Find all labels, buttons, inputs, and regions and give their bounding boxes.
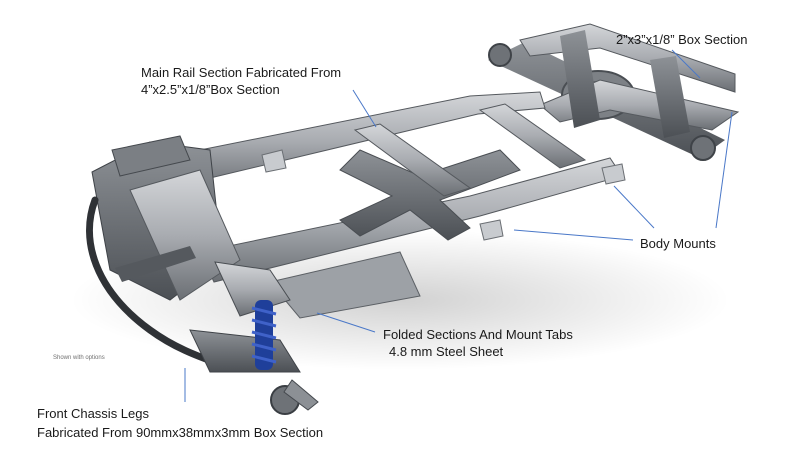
callout-front-legs-line2: Fabricated From 90mmx38mmx3mm Box Sectio…: [37, 425, 324, 440]
leader-body-mount-2: [513, 229, 634, 241]
body-mount-tabs: [261, 149, 626, 241]
callout-front-legs-line1: Front Chassis Legs: [37, 406, 149, 421]
leader-box-section: [671, 49, 701, 79]
shown-with-options-note: Shown with options: [53, 355, 105, 361]
rear-frame: [519, 23, 740, 138]
leader-lines: [184, 49, 733, 402]
callout-main-rail-line2: 4”x2.5”x1/8”Box Section: [141, 82, 280, 97]
callout-body-mounts: Body Mounts: [640, 235, 716, 252]
front-clip: [86, 135, 319, 415]
main-rails: [149, 91, 623, 283]
callout-folded-sections: Folded Sections And Mount Tabs 4.8 mm St…: [383, 326, 573, 360]
callout-box-section-text: 2”x3”x1/8” Box Section: [616, 32, 748, 47]
callout-main-rail-line1: Main Rail Section Fabricated From: [141, 65, 342, 80]
callout-front-legs: Front Chassis Legs Fabricated From 90mmx…: [37, 404, 323, 442]
leader-body-mount-3: [715, 111, 733, 229]
callout-main-rail: Main Rail Section Fabricated From 4”x2.5…: [141, 64, 341, 98]
callout-box-section: 2”x3”x1/8” Box Section: [616, 31, 748, 48]
callout-folded-line2: 4.8 mm Steel Sheet: [389, 344, 504, 359]
folded-panel: [269, 251, 421, 319]
callout-folded-line1: Folded Sections And Mount Tabs: [383, 327, 573, 342]
leader-main-rail: [352, 89, 377, 128]
leader-body-mount-1: [613, 185, 655, 229]
leader-folded: [316, 312, 376, 333]
callout-body-mounts-text: Body Mounts: [640, 236, 716, 251]
